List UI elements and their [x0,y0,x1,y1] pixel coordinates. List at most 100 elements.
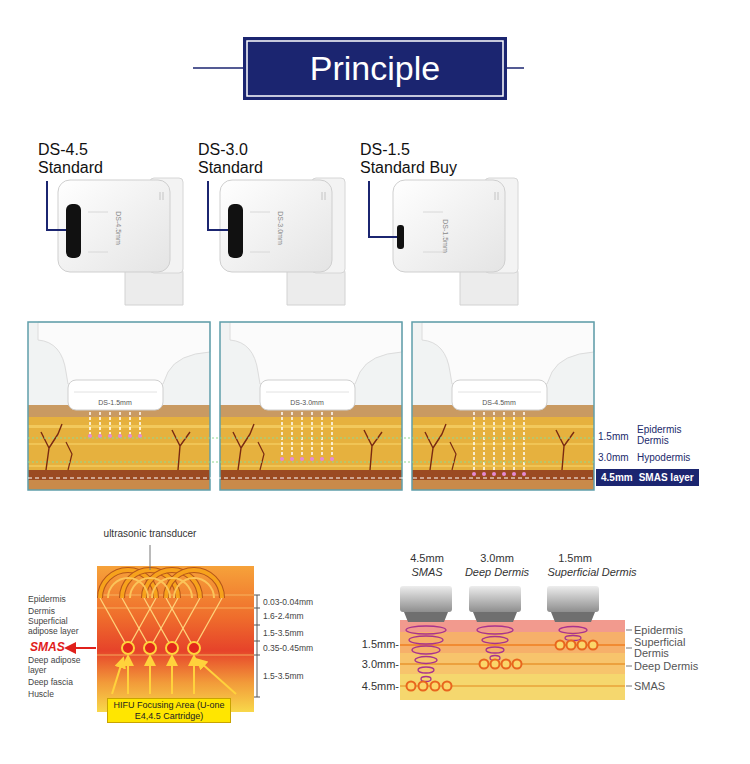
focal-point [122,642,200,654]
leader-line [150,545,151,570]
label-anchor: Dermis [637,435,669,447]
cartridge-drawing [220,178,345,305]
label-text: 3.0mm- [362,658,399,671]
transducer-arc [174,578,214,598]
skin-cross-section [97,655,254,656]
label-anchor: 4.5mm [410,552,444,565]
label-text: 3.0mm [480,552,514,565]
focus-dot [330,457,334,461]
layer-dash [626,648,632,649]
focusing-ray [122,598,150,648]
energy-arrow [127,660,129,694]
depth-tag-box: 4.5mm SMAS layer [596,469,699,486]
focus-dot [300,457,304,461]
label-anchor: 4.5mm- [362,680,399,693]
layer-dash [626,666,632,667]
transducer-arc [166,570,222,598]
label-anchor: SMAS [30,640,65,654]
label-text: ultrasonic transducer [104,528,197,540]
label-text: SMAS [30,640,65,654]
label-text: DS-1.5 Standard Buy [360,141,466,177]
label-anchor: 3.0mm [480,552,514,565]
label-anchor: Deep Dermis [634,660,698,673]
ultrasound-beam [89,412,91,434]
label-text: 4.5mm- [362,680,399,693]
label-text: 0.03-0.04mm [263,597,313,607]
label-anchor: 1.5-3.5mm [263,671,304,681]
beam-ellipse [559,627,587,634]
label-text: 1.5-3.5mm [263,628,304,638]
ultrasound-beam [503,412,505,472]
leader-line [208,181,228,230]
skin-panel [412,322,594,490]
focus-dot [502,472,506,476]
label-anchor: Epidermis [637,424,681,436]
label-text: Dermis [28,606,55,616]
focal-ring [443,682,452,691]
depth-guide [28,438,596,439]
label-anchor: 3.0mm- [362,658,399,671]
focus-dot [290,457,294,461]
smas-arrow [70,647,96,649]
ultrasound-beam [99,412,101,434]
node-text: 4.5mm [601,471,633,484]
focal-ring [578,641,587,650]
focal-point [188,642,200,654]
label-text: DS-3.0mm [276,211,284,244]
label-text: Epidermis [637,424,681,436]
title-text: Principle [310,48,440,88]
label-anchor: Deep adipose layer [28,656,86,675]
focus-dot [88,434,92,438]
energy-arrow [200,662,236,694]
label-text: SMAS [634,680,665,693]
label-text: 1.5mm- [362,638,399,651]
label-anchor: 0.35-0.45mm [263,643,313,653]
focusing-ray [128,598,156,648]
focal-ring [419,682,428,691]
label-anchor: Principle [310,48,440,88]
focal-ring [480,660,489,669]
handpiece-drawing [469,586,521,612]
focusing-ray [166,598,194,648]
label-text: DS-1.5mm [98,399,131,407]
depth-guide [28,438,596,478]
depth-guide [28,478,594,479]
label-anchor: DS-1.5mm [98,399,131,407]
label-anchor: DS-1.5mm [441,219,449,252]
label-anchor: ultrasonic transducer [104,528,197,540]
focus-dot [98,434,102,438]
ultrasound-beam [139,412,141,434]
dimension-bracket [254,641,260,642]
energy-arrow [171,660,173,694]
label-text: Dermis [637,435,669,447]
label-text: 0.35-0.45mm [263,643,313,653]
label-anchor: 3.0mm [598,452,629,464]
label-text: Superficial Dermis [547,566,636,579]
focusing-ray [100,598,222,648]
label-anchor: DS-4.5mm [482,399,515,407]
label-anchor: Deep Dermis [465,566,529,579]
focusing-ray [144,598,172,648]
label-text: Superficial adipose layer [28,617,86,636]
label-text: 1.5mm [558,552,592,565]
focus-dot [482,472,486,476]
beam-ellipse [406,626,446,634]
focus-dot [88,434,526,476]
skin-layer-band [400,653,625,674]
focusing-ray [194,598,222,648]
label-anchor: Superficial Dermis [547,566,636,579]
focus-area-box: HIFU Focusing Area (U-one E4,4.5 Cartrid… [107,698,231,723]
cartridge-drawing [66,204,81,258]
label-anchor: Huscle [28,689,54,699]
energy-arrow [112,660,236,694]
skin-layer-band [400,632,625,653]
focus-dot [310,457,314,461]
leader-line [47,181,66,230]
beam-ellipse [415,657,437,664]
label-anchor: SMAS [411,566,442,579]
label-text: Epidermis [28,594,66,604]
handpiece-drawing [547,586,599,612]
label-anchor: DS-3.0mm [276,211,284,244]
focus-dot [108,434,112,438]
node-text: SMAS layer [639,471,694,484]
